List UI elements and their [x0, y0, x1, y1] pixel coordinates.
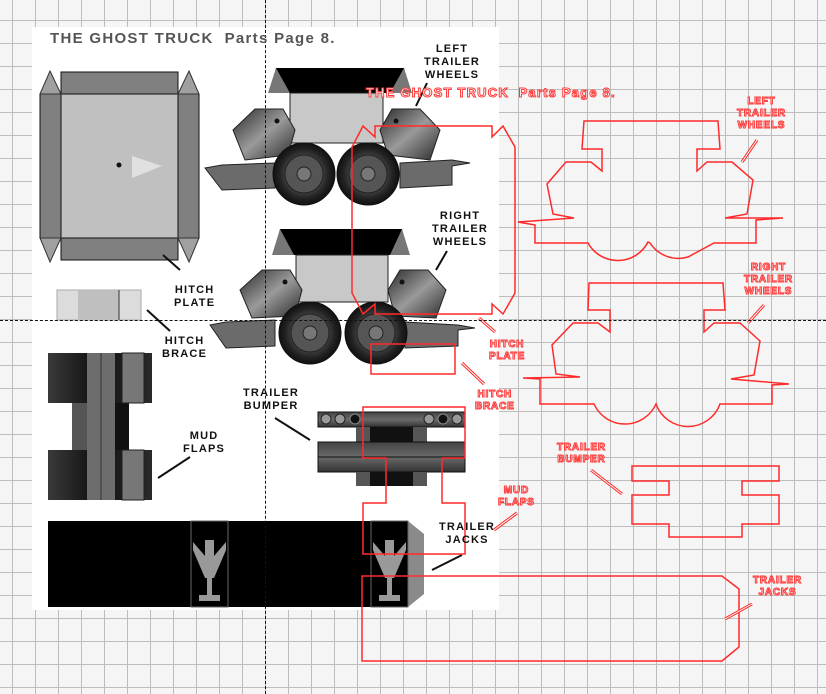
outline-label-trailer-jacks: TRAILER JACKS	[753, 575, 802, 599]
outline-trailer-bumper	[631, 465, 780, 538]
outline-hitch-brace	[370, 343, 456, 375]
overlay-title: THE GHOST TRUCK Parts Page 8.	[366, 85, 616, 101]
label-mud-flaps: MUD FLAPS	[183, 430, 226, 455]
label-hitch-brace: HITCH BRACE	[162, 335, 208, 360]
sheet-title: THE GHOST TRUCK Parts Page 8.	[50, 30, 336, 47]
center-guide-vertical	[265, 0, 266, 694]
outline-label-left-trailer-wheels: LEFT TRAILER WHEELS	[737, 96, 786, 132]
outline-label-trailer-bumper: TRAILER BUMPER	[557, 442, 606, 466]
outline-label-right-trailer-wheels: RIGHT TRAILER WHEELS	[744, 262, 793, 298]
trailer-jacks-part	[48, 520, 424, 608]
label-right-trailer-wheels: RIGHT TRAILER WHEELS	[432, 210, 489, 248]
right-trailer-wheels-part	[209, 229, 476, 365]
hitch-plate-part	[39, 69, 200, 264]
trailer-bumper-part	[317, 411, 466, 486]
label-left-trailer-wheels: LEFT TRAILER WHEELS	[424, 43, 481, 81]
label-trailer-jacks: TRAILER JACKS	[439, 521, 496, 546]
outline-hitch-plate	[351, 124, 516, 316]
outline-label-mud-flaps: MUD FLAPS	[498, 485, 535, 509]
outline-label-hitch-brace: HITCH BRACE	[475, 389, 515, 413]
outline-right-trailer-wheels	[522, 282, 790, 428]
red-cut-outlines	[351, 120, 790, 662]
outline-trailer-bumper-overlay	[362, 406, 466, 555]
label-hitch-plate: HITCH PLATE	[174, 284, 216, 309]
outline-left-trailer-wheels	[517, 120, 784, 262]
center-guide-horizontal	[0, 320, 826, 321]
red-leader-lines-inner	[461, 139, 765, 620]
hitch-brace-part	[56, 289, 142, 321]
label-trailer-bumper: TRAILER BUMPER	[243, 387, 300, 412]
red-leader-lines	[460, 139, 766, 621]
mud-flaps-part	[48, 352, 152, 501]
outline-label-hitch-plate: HITCH PLATE	[488, 339, 526, 363]
outline-trailer-jacks	[361, 575, 740, 662]
